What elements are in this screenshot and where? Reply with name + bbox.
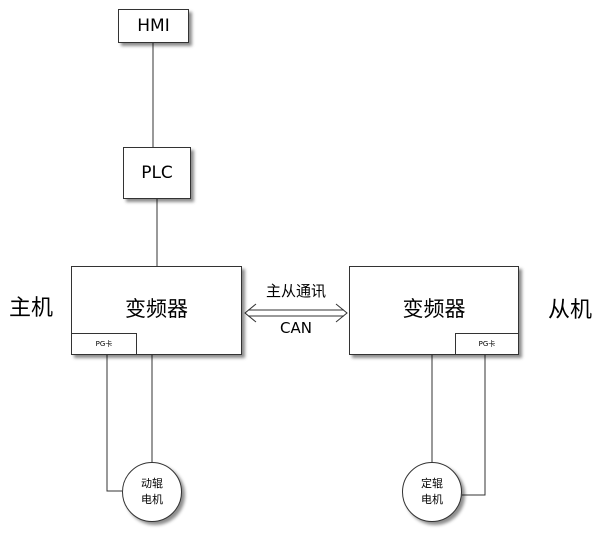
slave-motor-line2: 电机 (421, 493, 443, 506)
plc-label: PLC (141, 163, 173, 183)
double-arrow-icon (244, 303, 348, 323)
slave-pg-card (455, 333, 519, 355)
master-pg-card (71, 333, 137, 355)
master-motor-line2: 电机 (141, 493, 163, 506)
master-vfd-label: 变频器 (125, 297, 188, 321)
slave-vfd-label: 变频器 (402, 297, 466, 321)
link-label-comm: 主从通讯 (265, 281, 326, 300)
hmi-label: HMI (137, 16, 170, 36)
master-label: 主机 (8, 296, 53, 321)
slave-pg-card-label: PG卡 (478, 340, 496, 348)
master-motor: 动辊 电机 (122, 462, 182, 522)
slave-label: 从机 (547, 298, 592, 323)
master-pg-card-label: PG卡 (95, 340, 113, 348)
master-motor-line1: 动辊 (141, 477, 163, 490)
link-label-can: CAN (280, 319, 312, 337)
slave-motor-line1: 定辊 (421, 477, 443, 490)
plc-box (123, 147, 191, 199)
hmi-box (118, 9, 189, 43)
slave-motor: 定辊 电机 (402, 462, 462, 522)
